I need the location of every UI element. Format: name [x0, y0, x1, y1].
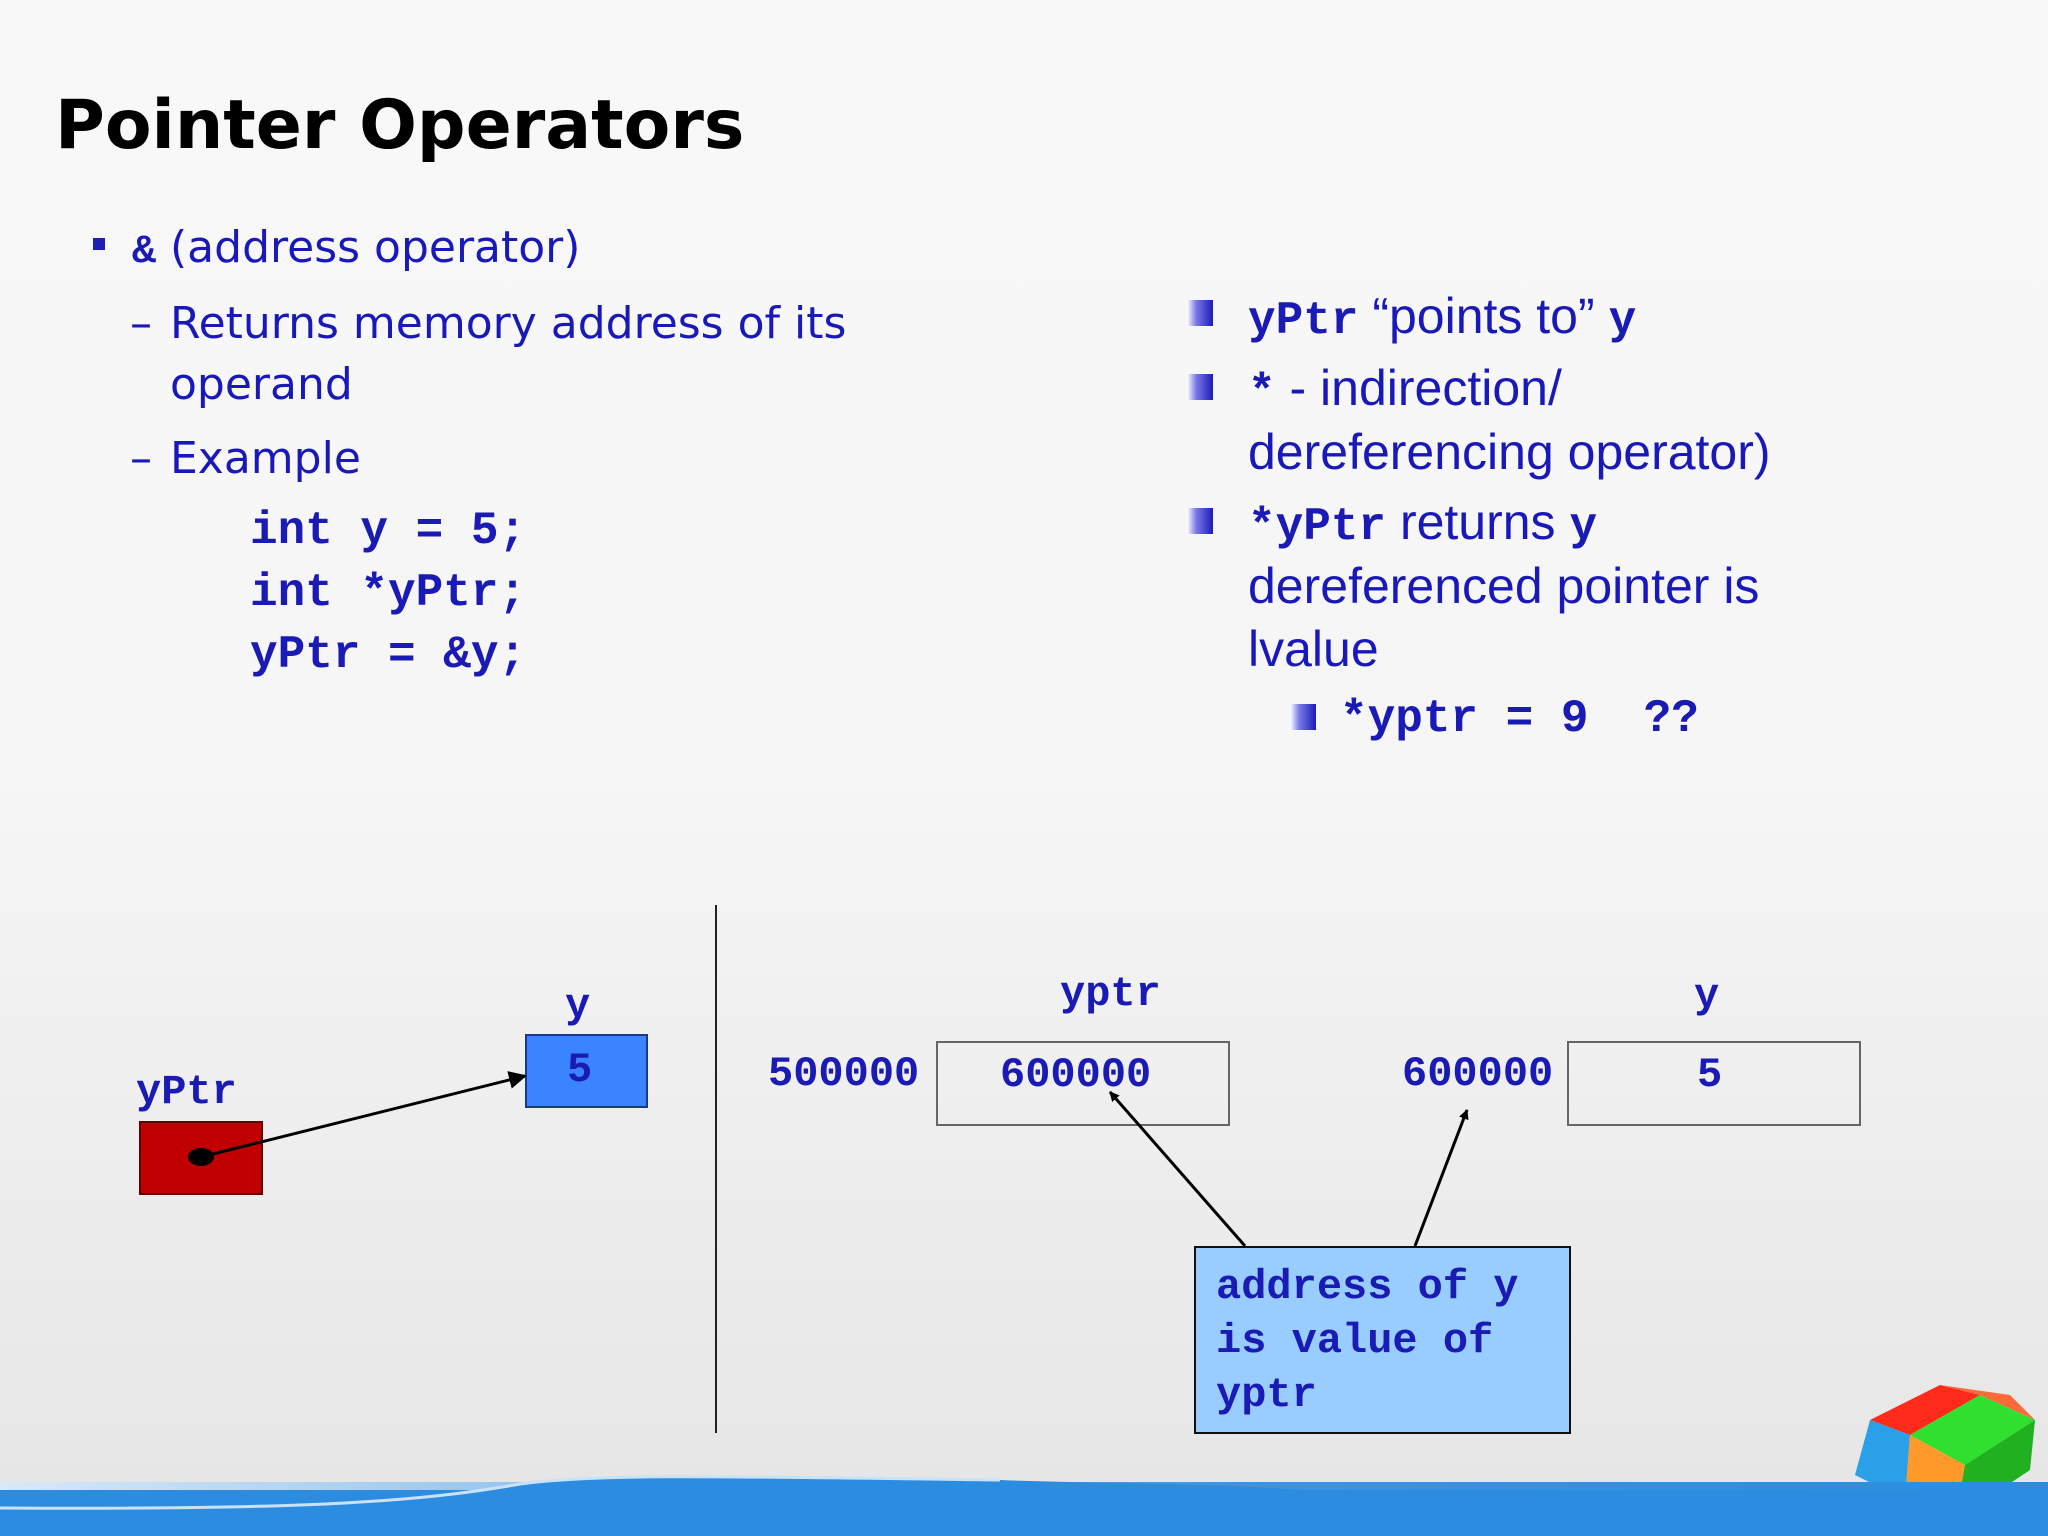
star-yptr-code: *yPtr	[1248, 501, 1387, 553]
star-code: *	[1248, 367, 1276, 419]
bullet-address-operator: & (address operator)	[132, 218, 580, 283]
lvalue-text: lvalue	[1248, 621, 1379, 677]
callout-arrow-to-yptr	[1108, 1091, 1247, 1247]
points-to-text: “points to”	[1372, 288, 1595, 344]
bullet-indirection: * - indirection/	[1248, 356, 1562, 425]
y-label: y	[565, 982, 591, 1030]
gradient-bullet-icon	[1187, 374, 1213, 400]
code-line-2: int *yPtr;	[250, 567, 527, 619]
dereferencing-operator-text: dereferencing operator)	[1248, 424, 1771, 480]
gradient-bullet-icon	[1187, 508, 1213, 534]
returns-text: returns	[1399, 494, 1556, 550]
gradient-bullet-icon	[1290, 704, 1316, 730]
y-variable-box: 5	[525, 1034, 648, 1108]
dash-icon: –	[130, 433, 152, 484]
y-memory-label: y	[1694, 972, 1720, 1020]
callout-arrow-to-y-address	[1413, 1109, 1469, 1247]
y-code: y	[1608, 295, 1637, 347]
code-line-1: int y = 5;	[250, 505, 527, 557]
indirection-text: - indirection/	[1289, 360, 1562, 416]
yptr-code: yPtr	[1248, 295, 1359, 347]
yptr-address: 500000	[768, 1050, 920, 1098]
address-operator-text: (address operator)	[170, 222, 581, 273]
y-value: 5	[567, 1046, 593, 1094]
ampersand-code: &	[132, 230, 157, 275]
callout-line-2: is value of	[1216, 1317, 1494, 1365]
y-memory-cell: 5	[1567, 1041, 1861, 1126]
dereferenced-pointer-text: dereferenced pointer is	[1248, 558, 1760, 614]
pointer-arrow	[200, 1071, 527, 1159]
bullet-points-to: yPtr “points to” y	[1248, 284, 1636, 353]
dash-icon: –	[130, 298, 152, 349]
y-code: y	[1569, 501, 1598, 553]
yptr-label: yPtr	[136, 1068, 237, 1116]
callout-line-1: address of y	[1216, 1263, 1519, 1311]
y-memory-value: 5	[1697, 1051, 1723, 1099]
diagram-divider	[715, 905, 717, 1433]
page-title: Pointer Operators	[55, 86, 745, 165]
dash-returns-line1: Returns memory address of its	[170, 298, 847, 349]
square-bullet-icon	[93, 238, 105, 250]
yptr-memory-value: 600000	[1000, 1051, 1152, 1099]
dash-example: Example	[170, 433, 361, 484]
y-address: 600000	[1402, 1050, 1554, 1098]
yptr-memory-cell: 600000	[936, 1041, 1230, 1126]
callout-line-3: yptr	[1216, 1371, 1317, 1419]
yptr-memory-label: yptr	[1060, 970, 1161, 1018]
callout-box: address of y is value of yptr	[1194, 1246, 1571, 1434]
code-line-3: yPtr = &y;	[250, 629, 527, 681]
sub-code-yptr-assign: *yptr = 9 ??	[1340, 693, 1699, 745]
dash-returns-line2: operand	[170, 359, 353, 410]
footer-wave	[0, 1475, 2048, 1536]
gradient-bullet-icon	[1187, 300, 1213, 326]
bullet-returns-y: *yPtr returns y	[1248, 490, 1597, 559]
pointer-dot	[188, 1148, 214, 1166]
